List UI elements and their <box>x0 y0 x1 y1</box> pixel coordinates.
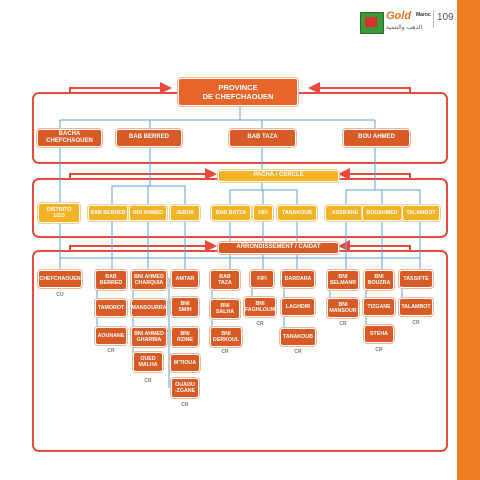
commune-bni-rzine: BNI RZINE <box>171 327 199 347</box>
commune-bni-selmanr: BNI SELMANR <box>327 270 359 290</box>
commune-bni-ahmed-gharbia: BNI AHMED GHARBIA <box>131 327 167 347</box>
commune-tamorot: TAMOROT <box>95 299 127 317</box>
badge-cr: CR <box>294 349 302 355</box>
commune-laghdir: LAGHDIR <box>281 298 315 316</box>
commune-bab-berred: BAB BERRED <box>95 270 127 290</box>
commune-steha: STEHA <box>364 325 394 343</box>
commune-aounane: AOUNANE <box>95 327 127 345</box>
level1-node-bou-ahmed: BOU AHMED <box>343 129 410 147</box>
commune-tanakoub: TANAKOUB <box>280 328 316 346</box>
page-number: 109 <box>437 12 454 23</box>
badge-cr: CR <box>107 348 115 354</box>
badge-cr: CR <box>256 321 264 327</box>
commune-oued-malha: OUED MALHA <box>133 352 163 372</box>
level2-node-tanakoub: TANAKOUB <box>277 205 317 221</box>
badge-cu: CU <box>56 292 64 298</box>
level1-node-bab-berred: BAB BERRED <box>116 129 182 147</box>
badge-cr: CR <box>181 402 189 408</box>
badge-cr: CR <box>375 347 383 353</box>
commune-bni-faghloum: BNI FAGHLOUM <box>244 297 276 317</box>
level2-node-jebha: JEBHA <box>170 205 200 221</box>
commune-bab-taza: BAB TAZA <box>210 270 240 290</box>
commune-tizgane: TIZGANE <box>363 298 395 316</box>
level2-node-assifane: ASSIFANE <box>325 205 365 221</box>
commune-bni-smih: BNI SMIH <box>171 297 199 317</box>
level2-node-talambot: TALAMBOT <box>402 205 440 221</box>
commune-tassifte: TASSIFTE <box>399 270 433 288</box>
arrondissement-caidat-band: ARRONDISSEMENT / CAIDAT <box>218 242 339 254</box>
level2-node-bab-batza: BAB BATZA <box>211 205 251 221</box>
commune-mtioua: M'TIOUA <box>170 354 200 372</box>
badge-cr: CR <box>144 378 152 384</box>
page-number-divider <box>433 10 434 28</box>
commune-fifi: FIFI <box>250 270 274 288</box>
brand-sub: Maroc <box>416 12 431 18</box>
badge-cr: CR <box>339 321 347 327</box>
level2-node-bab-berred: BAB BERRED <box>88 205 128 221</box>
level1-node-bab-taza: BAB TAZA <box>229 129 296 147</box>
commune-bni-bouzra: BNI BOUZRA <box>364 270 394 290</box>
commune-dardara: DARDARA <box>281 270 315 288</box>
commune-bni-mansour: BNI MANSOUR <box>327 298 359 318</box>
commune-mansourra: MANSOURRA <box>131 299 167 317</box>
level2-node-fifi: FIFI <box>253 205 273 221</box>
logo-mark-icon <box>360 12 384 34</box>
badge-cr: CR <box>412 320 420 326</box>
commune-chefchaouen: CHEFCHAOUEN <box>38 270 82 288</box>
level2-node-bouahmed: BOUAHMED <box>362 205 402 221</box>
commune-amtar: AMTAR <box>171 270 199 288</box>
level1-node-bacha: BACHA CHEFCHAOUEN <box>37 129 102 147</box>
side-accent-bar <box>457 0 480 480</box>
commune-bni-ahmed-charquia: BNI AHMED CHARQUIA <box>131 270 167 290</box>
brand-arabic: الذهب والتنمية <box>386 24 423 31</box>
badge-cr: CR <box>221 349 229 355</box>
commune-ouaou-zgane: OUAOU -ZGANE <box>171 378 199 398</box>
pacha-cercle-band: PACHA / CERCLE <box>218 170 339 182</box>
brand-logo: Gold Maroc الذهب والتنمية <box>360 10 431 36</box>
commune-bni-salha: BNI SALHA <box>210 299 240 319</box>
level2-node-distrito: DISTRITO 1/2/3 <box>38 203 80 223</box>
level2-node-bni-ahmed: BNI AHMED <box>129 205 167 221</box>
province-node: PROVINCE DE CHEFCHAOUEN <box>178 78 298 106</box>
commune-bni-derkoul: BNI DERKOUL <box>210 327 242 347</box>
brand-name: Gold <box>386 10 412 22</box>
commune-talambot: TALAMBOT <box>399 298 433 316</box>
